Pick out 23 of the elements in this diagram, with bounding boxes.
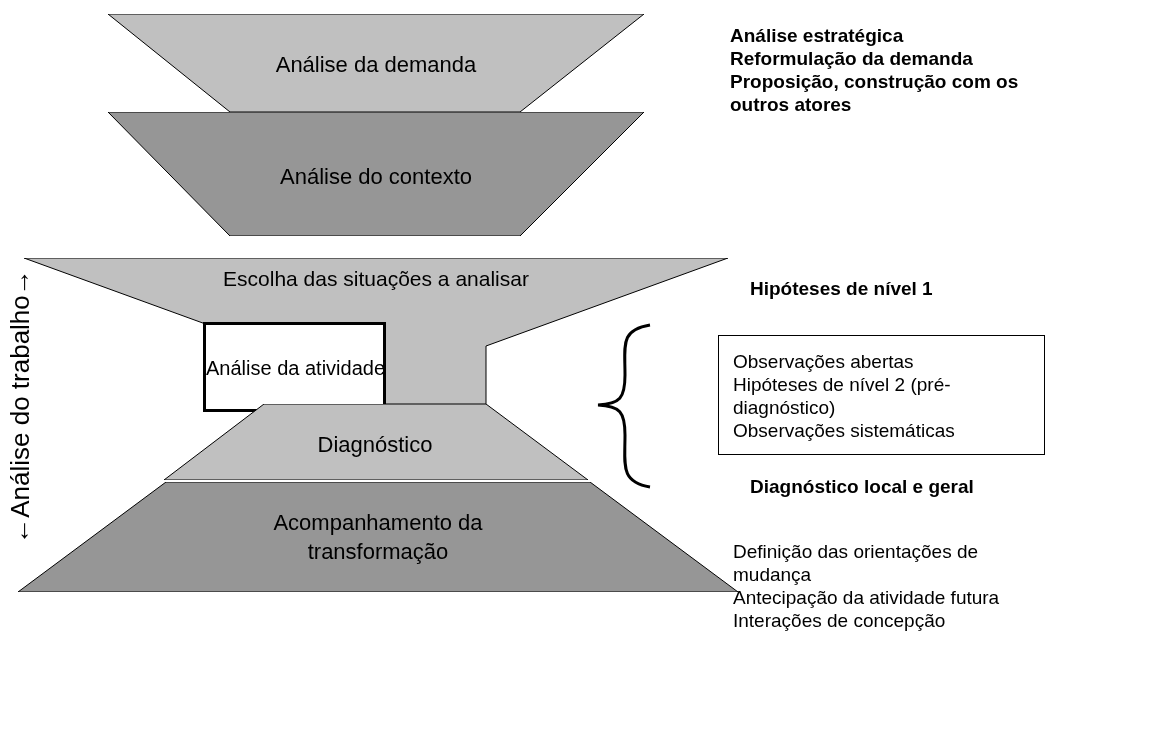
funnel-segment (164, 404, 588, 480)
segment-label: Diagnóstico (316, 431, 434, 459)
funnel-segment (108, 112, 644, 236)
notes-box (718, 335, 1045, 455)
side-note: Interações de concepção (733, 609, 947, 632)
side-note: Proposição, construção com os outros atores (730, 70, 1020, 116)
segment-label: Acompanhamento da transformação (272, 509, 484, 566)
segment-label: Escolha das situações a analisar (222, 266, 530, 292)
side-note: Hipóteses de nível 1 (750, 277, 934, 300)
segment-label: Análise da demanda (274, 51, 478, 79)
segment-label: Análise do contexto (279, 163, 473, 191)
side-note: Antecipação da atividade futura (733, 586, 1001, 609)
side-note: Definição das orientações de mudança (733, 540, 980, 586)
side-note: Análise estratégica (730, 24, 905, 47)
side-note: Reformulação da demanda (730, 47, 974, 70)
vertical-label: ←Análise do trabalho→ (8, 268, 32, 546)
note-line: Hipóteses de nível 2 (pré-diagnóstico) (733, 373, 952, 419)
activity-box (203, 322, 386, 412)
side-note: Diagnóstico local e geral (750, 475, 975, 498)
note-line: Observações sistemáticas (733, 419, 956, 442)
segment-label: Análise da atividade (206, 356, 383, 381)
funnel-segment (108, 14, 644, 112)
note-line: Observações abertas (733, 350, 915, 373)
